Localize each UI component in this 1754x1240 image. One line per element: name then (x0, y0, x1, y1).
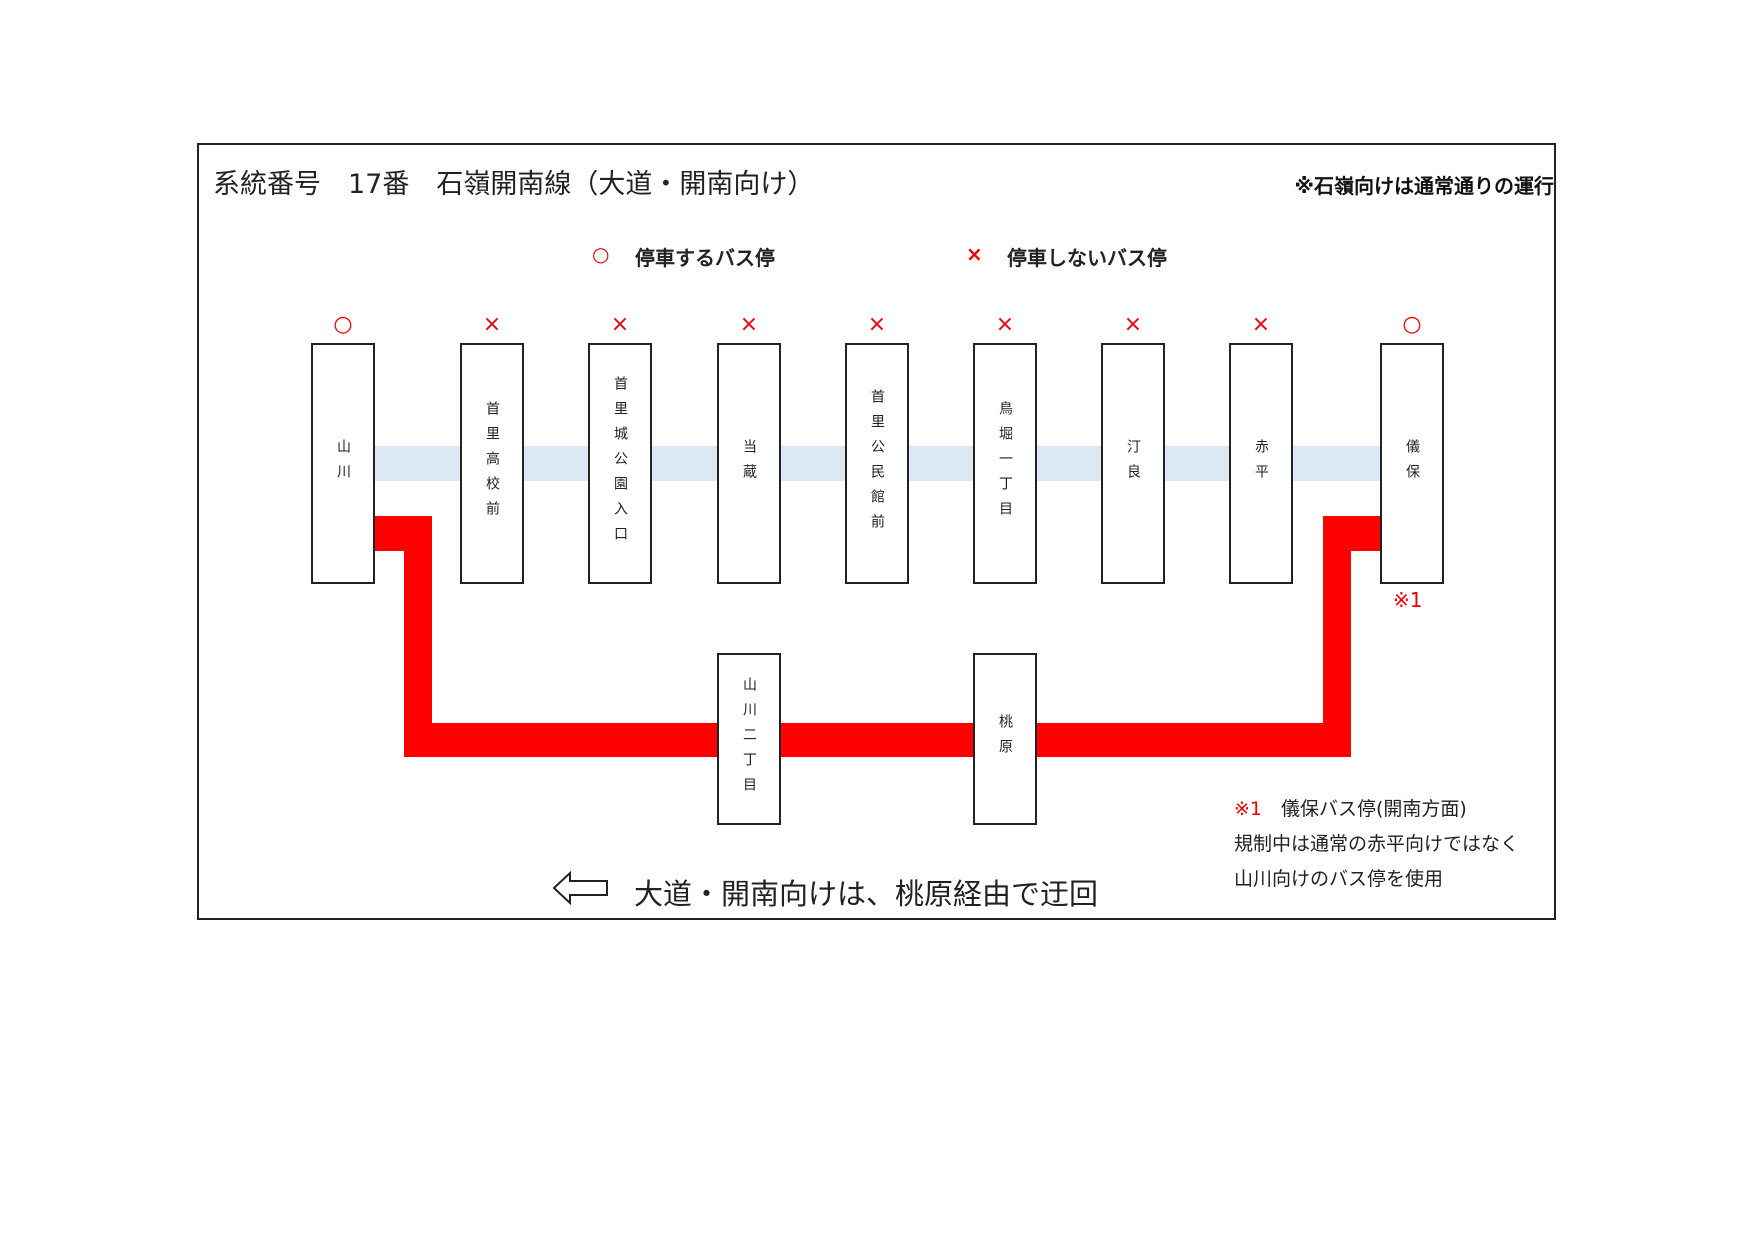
note-text-1: 儀保バス停(開南方面) (1262, 798, 1467, 820)
bus-stop: 首里城公園入口 (588, 343, 652, 584)
legend-stop-label: 停車するバス停 (635, 246, 775, 270)
left-arrow-icon (552, 870, 608, 906)
stop-circle-icon: ○ (333, 312, 353, 337)
skip-cross-icon: × (995, 312, 1015, 337)
bus-stop-name: 桃原 (997, 714, 1013, 764)
detour-route-segment (404, 723, 1351, 757)
skip-cross-icon: × (1251, 312, 1271, 337)
skip-cross-icon: × (867, 312, 887, 337)
bus-stop: 赤平 (1229, 343, 1293, 584)
bus-stop-name: 首里城公園入口 (612, 376, 628, 551)
skip-cross-icon: × (482, 312, 502, 337)
skip-cross-icon: × (610, 312, 630, 337)
bus-stop-name: 山川二丁目 (741, 676, 757, 802)
detour-route-segment (1323, 516, 1380, 551)
detour-bus-stop: 山川二丁目 (717, 653, 781, 825)
legend-skip-label: 停車しないバス停 (1007, 246, 1167, 270)
note-marker: ※1 (1234, 798, 1263, 820)
bus-stop: 当蔵 (717, 343, 781, 584)
detour-bus-stop: 桃原 (973, 653, 1037, 825)
bus-stop: 儀保 (1380, 343, 1444, 584)
bus-stop: 鳥堀一丁目 (973, 343, 1037, 584)
note-line-1: ※1 儀保バス停(開南方面) (1234, 794, 1467, 821)
bus-stop-name: 赤平 (1253, 438, 1269, 489)
page-title: 系統番号 17番 石嶺開南線（大道・開南向け） (213, 169, 815, 200)
note-ishimine-normal: ※石嶺向けは通常通りの運行 (1294, 174, 1554, 198)
bus-stop-name: 儀保 (1404, 438, 1420, 489)
detour-route-segment (404, 516, 432, 757)
bus-stop-name: 当蔵 (741, 438, 757, 489)
note-line-2: 規制中は通常の赤平向けではなく (1234, 833, 1520, 855)
detour-route-segment (1323, 516, 1351, 757)
map-frame (197, 143, 1556, 920)
stop-circle-icon: ○ (1402, 312, 1422, 337)
stop-circle-icon: ○ (592, 242, 610, 266)
bus-stop: 首里公民館前 (845, 343, 909, 584)
bus-stop: 汀良 (1101, 343, 1165, 584)
bus-stop-name: 汀良 (1125, 438, 1141, 489)
footnote-marker: ※1 (1393, 588, 1423, 612)
note-line-3: 山川向けのバス停を使用 (1234, 868, 1444, 890)
bus-stop: 首里高校前 (460, 343, 524, 584)
skip-cross-icon: × (1123, 312, 1143, 337)
bus-stop-name: 首里公民館前 (869, 388, 885, 539)
bus-stop: 山川 (311, 343, 375, 584)
bus-stop-name: 鳥堀一丁目 (997, 401, 1013, 526)
skip-cross-icon: × (966, 242, 983, 266)
bus-stop-name: 山川 (335, 438, 351, 489)
detour-text: 大道・開南向けは、桃原経由で迂回 (634, 877, 1099, 911)
skip-cross-icon: × (739, 312, 759, 337)
bus-stop-name: 首里高校前 (484, 401, 500, 526)
